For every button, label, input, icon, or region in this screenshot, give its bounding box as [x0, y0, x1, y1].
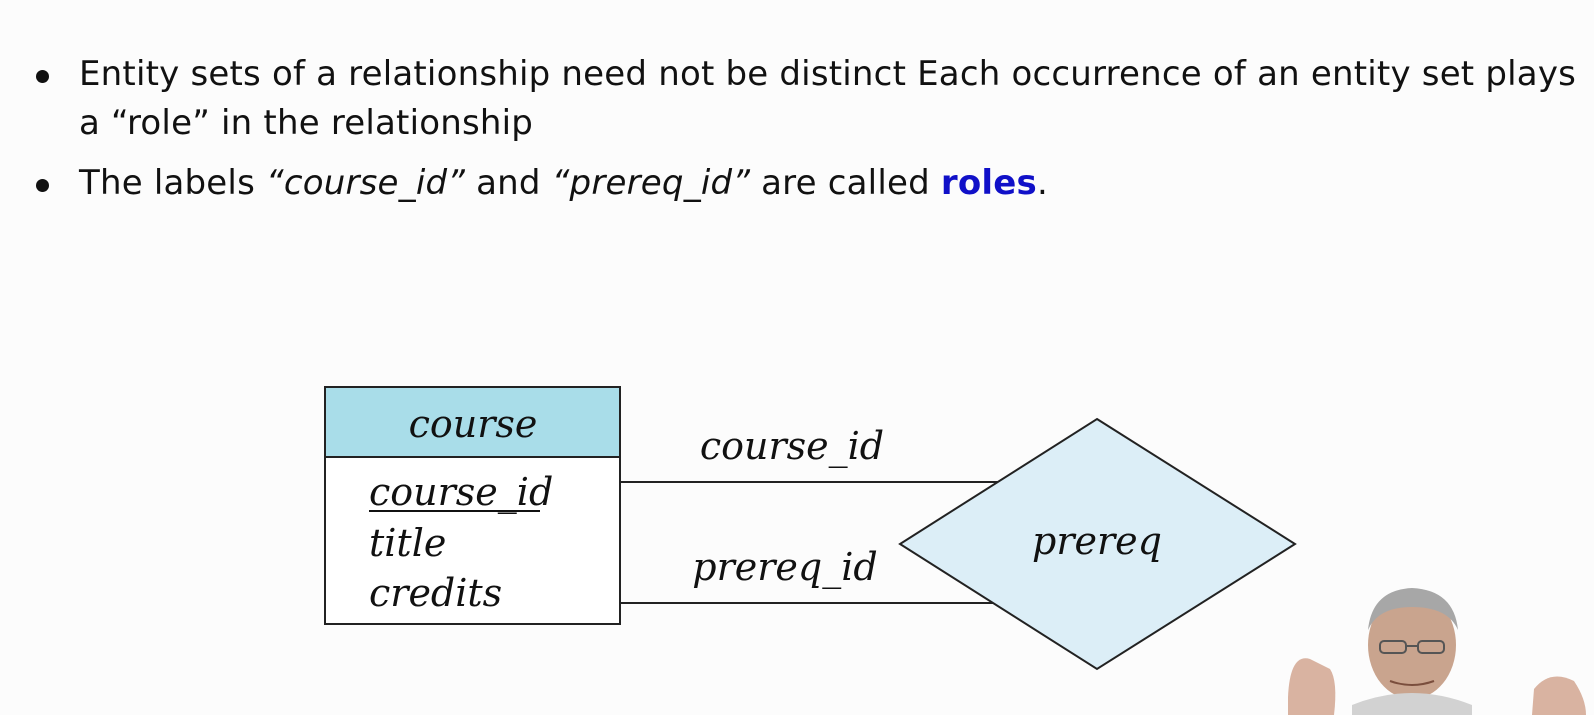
bullet-dot [36, 70, 49, 83]
role-text-prereq-id: prereq_id [692, 545, 877, 590]
attribute-title: title [369, 521, 446, 565]
role-label-course-id: “course_id” [266, 163, 466, 203]
role-text-course-id: course_id [700, 424, 884, 469]
presenter-right-hand [1532, 676, 1586, 715]
roles-term: roles [940, 163, 1037, 203]
bullet-list: Entity sets of a relationship need not b… [36, 50, 1594, 219]
bullet-prefix: The labels [79, 163, 266, 203]
presenter-left-hand [1288, 658, 1336, 715]
entity-header-course [324, 386, 621, 458]
presenter-hair [1368, 588, 1458, 630]
relationship-name-prereq: prereq [1032, 519, 1162, 563]
entity-name-course: course [409, 402, 538, 446]
bullet-and: and [465, 163, 552, 203]
bullet-item-roles: The labels “course_id” and “prereq_id” a… [36, 159, 1594, 208]
bullet-middle: are called [750, 163, 941, 203]
presenter-video-overlay [1280, 585, 1594, 715]
presenter-mouth [1389, 680, 1435, 686]
role-label-prereq-id: “prereq_id” [551, 163, 751, 203]
bullet-text-continuation: a “role” in the relationship [79, 103, 534, 143]
relationship-diamond-prereq [898, 417, 1297, 671]
presenter-shirt [1352, 693, 1472, 715]
bullet-text: Entity sets of a relationship need not b… [79, 54, 1577, 94]
bullet-suffix: . [1036, 163, 1048, 203]
bullet-item-distinct-entity-sets: Entity sets of a relationship need not b… [36, 50, 1594, 148]
attribute-course-id: course_id [369, 470, 553, 515]
attribute-credits: credits [369, 571, 502, 615]
bullet-dot [36, 179, 49, 192]
